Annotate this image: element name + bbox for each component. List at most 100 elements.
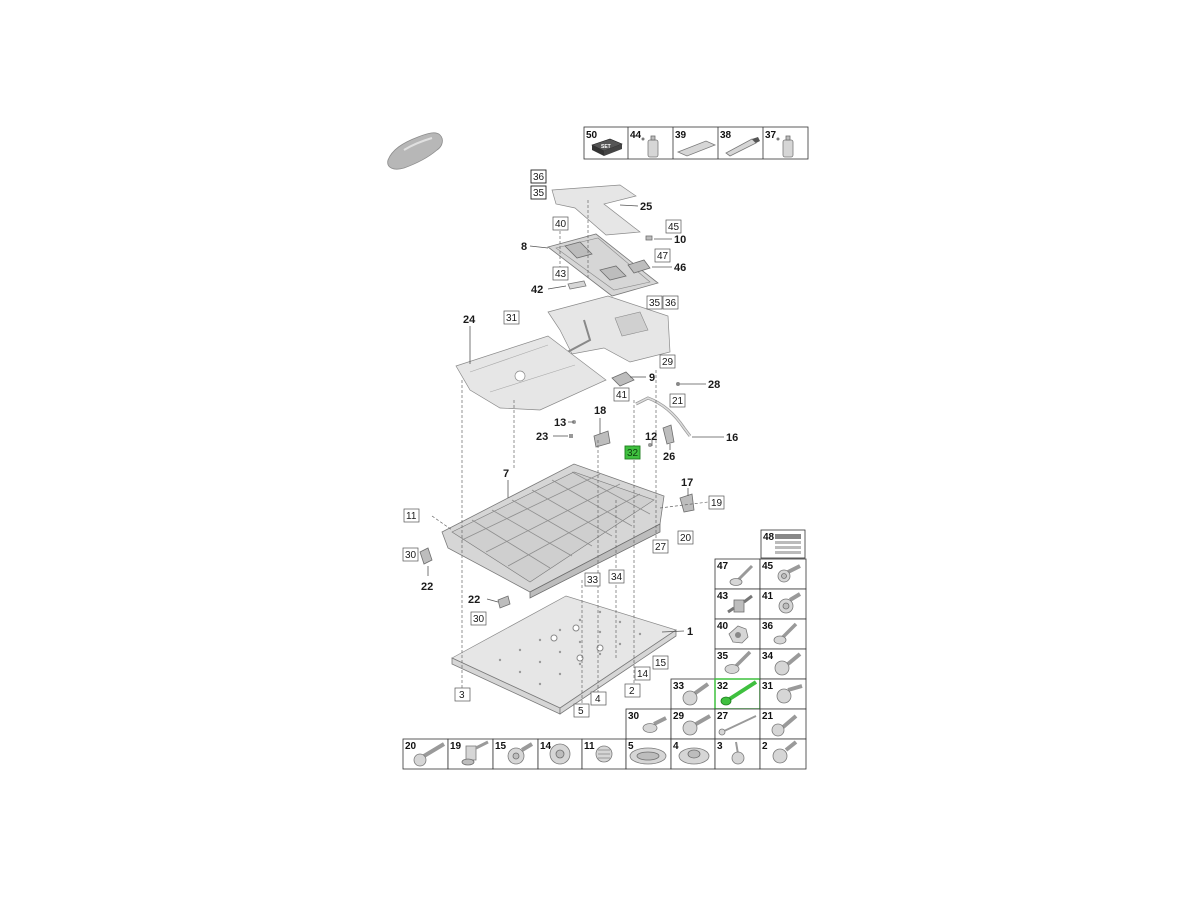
callout-17: 17	[681, 477, 693, 489]
grid-num-27: 27	[717, 711, 729, 722]
ref-box-4: 4	[595, 694, 601, 705]
spray-can-icon	[641, 135, 659, 158]
strip-num-39: 39	[675, 130, 687, 141]
ref-box-31: 31	[506, 313, 518, 324]
grid-num-36: 36	[762, 621, 774, 632]
grid-num-35: 35	[717, 651, 729, 662]
ref-box-40: 40	[555, 219, 567, 230]
bolt-icon	[507, 742, 534, 765]
grid-num-21: 21	[762, 711, 774, 722]
grid-num-14: 14	[540, 741, 552, 752]
bolt-icon	[682, 714, 711, 736]
bolt-icon	[777, 564, 801, 583]
grid-num-33: 33	[673, 681, 685, 692]
grid-num-11: 11	[584, 741, 595, 752]
callout-18: 18	[594, 405, 606, 417]
callout-26: 26	[663, 451, 675, 463]
grid-num-4: 4	[673, 741, 679, 752]
bolt-icon	[731, 741, 745, 765]
strip-num-50: 50	[586, 130, 598, 141]
callout-22-left: 22	[421, 581, 433, 593]
ref-box-27: 27	[655, 542, 667, 553]
callout-25: 25	[640, 201, 652, 213]
callout-10: 10	[674, 234, 686, 246]
ref-box-5: 5	[578, 706, 584, 717]
ref-box-34: 34	[611, 572, 623, 583]
grid-num-32: 32	[717, 681, 729, 692]
ref-box-14: 14	[637, 669, 649, 680]
bolt-icon	[773, 622, 798, 645]
grid-num-3: 3	[717, 741, 723, 752]
callout-13: 13	[554, 417, 566, 429]
ref-box-33: 33	[587, 575, 599, 586]
grommet-icon	[629, 747, 667, 765]
callouts: 25 10 8 46 42 24 9 28 13 18 23 12 16 26 …	[421, 201, 738, 638]
ref-box-30-b: 30	[473, 614, 485, 625]
grid-num-20: 20	[405, 741, 417, 752]
bolt-icon	[776, 684, 803, 704]
grid-num-43: 43	[717, 591, 729, 602]
bolt-icon	[682, 682, 710, 706]
bolt-icon	[774, 652, 802, 676]
callout-1: 1	[687, 626, 693, 638]
grid-num-5: 5	[628, 741, 634, 752]
callout-42: 42	[531, 284, 543, 296]
ref-box-30: 30	[405, 550, 417, 561]
consumables-strip: 50 44 39 38 37 SET	[583, 126, 809, 160]
bolt-icon	[642, 716, 667, 733]
warning-label-icon	[775, 534, 801, 554]
callout-9: 9	[649, 372, 655, 384]
boxed-refs: 36 35 40 45 47 43 35 36 31 29 41 21 32 1…	[402, 169, 725, 718]
grid-num-29: 29	[673, 711, 685, 722]
callout-7: 7	[503, 468, 509, 480]
ref-box-35-b: 35	[649, 298, 661, 309]
callout-8: 8	[521, 241, 527, 253]
ref-box-11: 11	[406, 511, 417, 522]
ref-box-41: 41	[616, 390, 628, 401]
exploded-view	[419, 184, 724, 715]
callout-12: 12	[645, 431, 657, 443]
ref-box-19: 19	[711, 498, 723, 509]
ref-box-43: 43	[555, 269, 567, 280]
callout-23: 23	[536, 431, 548, 443]
callout-28: 28	[708, 379, 720, 391]
tube-icon	[725, 137, 760, 157]
ref-box-35: 35	[533, 188, 545, 199]
kit-box-label: SET	[601, 144, 611, 150]
grommet-icon	[678, 747, 710, 765]
ref-box-15: 15	[655, 658, 667, 669]
ref-box-36: 36	[533, 172, 545, 183]
grid-num-40: 40	[717, 621, 729, 632]
grommet-icon	[549, 743, 571, 765]
ref-box-47: 47	[657, 251, 669, 262]
grid-num-34: 34	[762, 651, 774, 662]
grid-num-30: 30	[628, 711, 640, 722]
nut-icon	[728, 625, 749, 644]
grid-num-31: 31	[762, 681, 774, 692]
ref-box-20: 20	[680, 533, 692, 544]
bolt-icon	[772, 740, 798, 764]
bolt-icon	[718, 715, 757, 736]
adhesive-pad-icon	[676, 140, 717, 157]
ref-box-29: 29	[662, 357, 674, 368]
grid-num-2: 2	[762, 741, 768, 752]
grid-num-19: 19	[450, 741, 462, 752]
grommet-icon	[595, 745, 613, 763]
grid-num-47: 47	[717, 561, 729, 572]
strip-num-37: 37	[765, 130, 777, 141]
spray-can-icon	[776, 135, 794, 158]
ref-box-21: 21	[672, 396, 684, 407]
ref-box-32-highlighted: 32	[627, 448, 639, 459]
bolt-icon	[771, 714, 798, 737]
grid-num-15: 15	[495, 741, 507, 752]
callout-46: 46	[674, 262, 686, 274]
callout-24: 24	[463, 314, 476, 326]
ref-box-36-b: 36	[665, 298, 677, 309]
bolt-icon	[727, 594, 753, 614]
bolt-icon	[724, 650, 752, 674]
grid-num-48: 48	[763, 532, 775, 543]
kit-box-icon: SET	[591, 138, 623, 156]
ref-box-3: 3	[459, 690, 465, 701]
bolt-icon	[729, 564, 754, 586]
